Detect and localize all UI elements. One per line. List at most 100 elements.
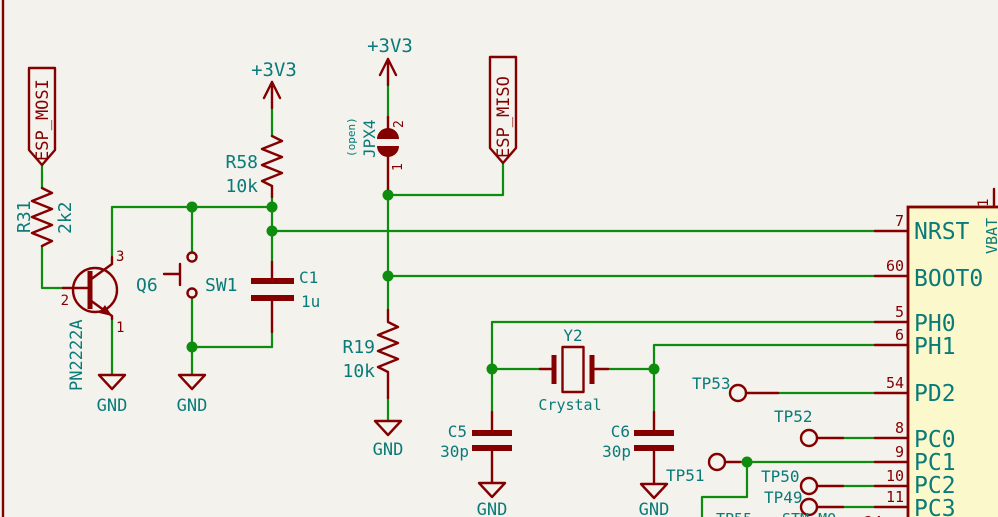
transistor-emitter — [88, 298, 114, 321]
wire-top-rail[interactable] — [110, 205, 274, 258]
crystal-electrodes — [551, 355, 595, 384]
gnd-triangle-icon — [373, 419, 403, 437]
gnd-triangle-icon — [477, 481, 507, 499]
resistor-r58[interactable]: R58 10k — [225, 134, 284, 199]
test-point-ref: TP53 — [692, 374, 731, 393]
crystal-y2[interactable]: Y2 Crystal — [538, 326, 610, 414]
junction-dot[interactable] — [648, 363, 660, 375]
test-point-tp49[interactable]: TP49 — [764, 488, 845, 517]
wire-r31-to-base[interactable] — [40, 244, 65, 290]
gnd-symbol-q6[interactable]: GND — [97, 373, 128, 416]
jumper-pad-bottom[interactable] — [377, 146, 399, 157]
net-label-text[interactable]: ESP_MOSI — [33, 79, 53, 161]
gnd-label: GND — [177, 396, 208, 416]
pin-number: 60 — [886, 257, 904, 275]
power-label: +3V3 — [251, 59, 297, 81]
global-label-esp-mosi[interactable]: ESP_MOSI — [27, 66, 57, 167]
test-point-ref: TP49 — [764, 488, 803, 507]
pin-number: 6 — [895, 326, 904, 344]
net-label-text[interactable]: ESP_MISO — [494, 76, 514, 158]
junction-dot[interactable] — [266, 201, 278, 213]
junction-dot[interactable] — [266, 225, 278, 237]
pin-name: PD2 — [914, 381, 956, 407]
junction-dot[interactable] — [186, 341, 198, 353]
global-label-esp-miso[interactable]: ESP_MISO — [488, 55, 518, 165]
wire-ph0[interactable] — [490, 320, 877, 414]
wire-pc1-drop[interactable] — [700, 460, 749, 517]
power-3v3-symbol-jpx4[interactable]: +3V3 — [367, 35, 413, 87]
jumper-pad-top[interactable] — [377, 128, 399, 139]
gnd-symbol-c5[interactable]: GND — [477, 481, 508, 517]
switch-contact — [186, 287, 198, 299]
switch-ref: SW1 — [205, 275, 238, 296]
gnd-label: GND — [97, 396, 128, 416]
pin-number-partial: 24 — [864, 513, 882, 517]
capacitor-c1[interactable]: C1 1u — [251, 260, 320, 334]
test-point-pad[interactable] — [799, 428, 819, 448]
crystal-body[interactable] — [561, 345, 585, 394]
power-label: +3V3 — [367, 35, 413, 57]
transistor-ref: Q6 — [136, 275, 158, 296]
pin-number: 8 — [895, 419, 904, 437]
junction-dot[interactable] — [186, 201, 198, 213]
junction-dot[interactable] — [382, 270, 394, 282]
test-point-tp53[interactable]: TP53 — [692, 374, 780, 403]
power-arrow-icon — [262, 80, 282, 110]
ic-body[interactable] — [906, 205, 998, 517]
capacitor-plates[interactable] — [472, 430, 512, 451]
gnd-symbol-r19[interactable]: GND — [373, 419, 404, 460]
transistor-q6[interactable]: 3 2 1 Q6 PN2222A — [61, 249, 158, 391]
pin-name: PC0 — [914, 427, 956, 453]
resistor-value: 10k — [342, 361, 375, 382]
pin-number: 2 — [61, 293, 69, 309]
test-point-tp51[interactable]: TP51 — [666, 452, 742, 485]
test-point-pad[interactable] — [707, 452, 727, 472]
wire-esp-miso[interactable] — [387, 161, 505, 197]
test-point-tp52[interactable]: TP52 — [774, 407, 845, 448]
pin-name: PC2 — [914, 473, 956, 499]
junction-dot[interactable] — [741, 456, 753, 468]
test-point-pad[interactable] — [799, 476, 819, 496]
pin-name: BOOT0 — [914, 266, 983, 292]
capacitor-c5[interactable]: C5 30p — [440, 410, 512, 485]
capacitor-ref: C1 — [299, 268, 318, 287]
gnd-symbol-sw1[interactable]: GND — [177, 373, 208, 416]
test-point-pad[interactable] — [728, 383, 748, 403]
junction-dot[interactable] — [382, 189, 394, 201]
pin-number: 5 — [895, 303, 904, 321]
gnd-symbol-c6[interactable]: GND — [639, 482, 670, 517]
capacitor-plates[interactable] — [251, 278, 294, 301]
test-point-ref-tp55-partial: TP55 — [716, 510, 752, 517]
test-point-tp50[interactable]: TP50 — [761, 467, 845, 496]
wires — [40, 82, 877, 517]
power-3v3-symbol-r58[interactable]: +3V3 — [251, 59, 297, 110]
transistor-body[interactable] — [71, 266, 119, 314]
label-outline[interactable] — [488, 55, 518, 165]
gnd-label: GND — [373, 440, 404, 460]
junctions — [186, 189, 753, 468]
crystal-value: Crystal — [538, 396, 601, 414]
push-button-sw1[interactable]: SW1 — [162, 251, 238, 299]
pin-number: 11 — [886, 488, 904, 506]
capacitor-c6[interactable]: C6 30p — [602, 410, 674, 486]
pin-name: PH0 — [914, 311, 956, 337]
jumper-ref: JPX4 — [360, 119, 379, 158]
resistor-body[interactable] — [30, 186, 54, 248]
resistor-ref: R58 — [225, 152, 258, 173]
wire-ph1[interactable] — [652, 343, 877, 371]
pin-number: 2 — [392, 120, 407, 128]
jumper-jpx4[interactable]: 2 1 JPX4 (open) — [345, 115, 407, 191]
capacitor-ref: C5 — [448, 422, 467, 441]
resistor-r31[interactable]: R31 2k2 — [14, 186, 76, 248]
net-label-stm-partial: STM_MO — [782, 510, 836, 517]
pin-number: 7 — [895, 212, 904, 230]
label-outline[interactable] — [27, 66, 57, 167]
resistor-r19[interactable]: R19 10k — [342, 308, 400, 400]
junction-dot[interactable] — [486, 363, 498, 375]
capacitor-plates[interactable] — [634, 430, 674, 451]
resistor-body[interactable] — [260, 134, 284, 199]
ic-mcu[interactable]: 7 60 5 6 54 8 9 10 11 1 NRST BOOT0 PH0 P… — [873, 187, 998, 517]
pin-name: NRST — [914, 219, 970, 245]
resistor-body[interactable] — [376, 308, 400, 400]
